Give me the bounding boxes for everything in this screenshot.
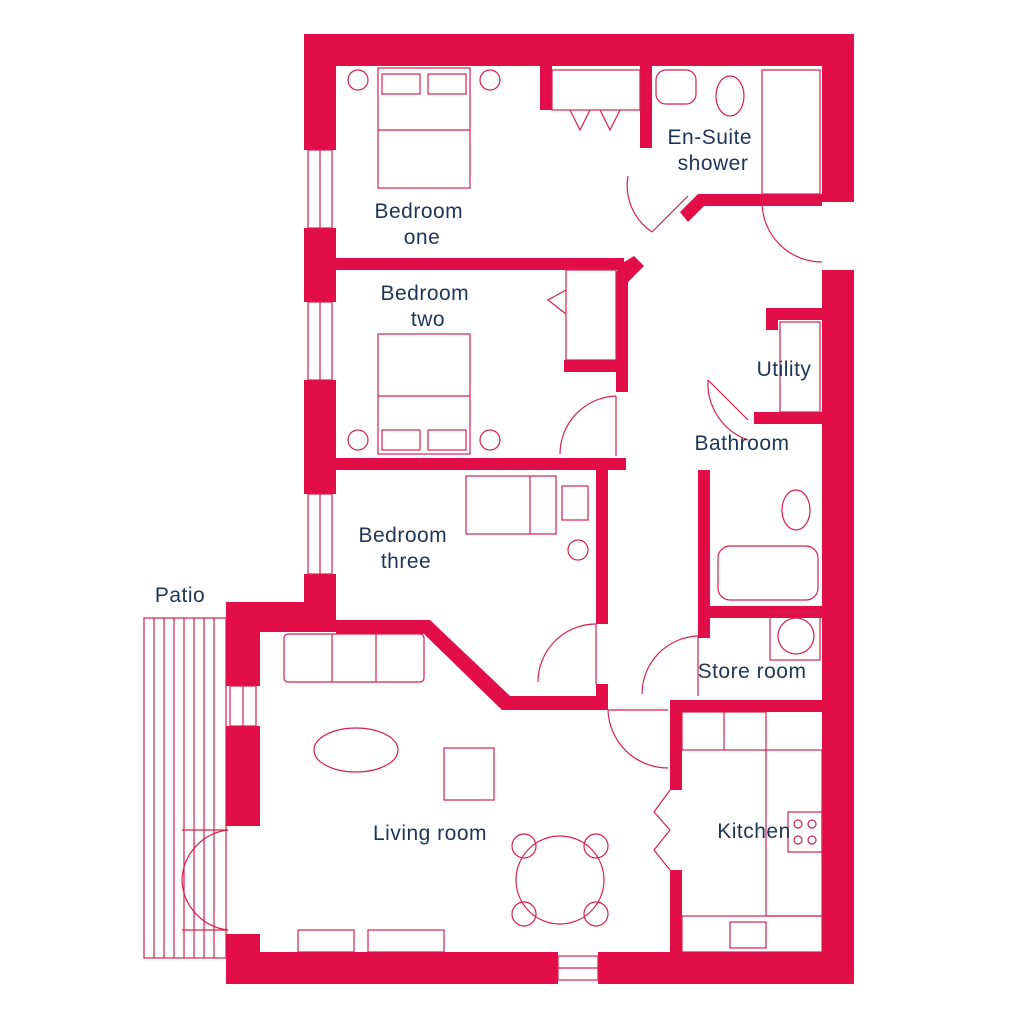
label-utility: Utility — [757, 358, 812, 381]
label-living-room: Living room — [373, 822, 487, 845]
room-labels: Bedroom one En-Suite shower Bedroom two … — [155, 126, 812, 845]
label-patio: Patio — [155, 584, 205, 607]
label-bedroom-one: Bedroom one — [374, 200, 469, 249]
label-bedroom-three: Bedroom three — [358, 524, 453, 573]
label-bathroom: Bathroom — [694, 432, 789, 455]
ensuite-fixtures — [655, 69, 821, 195]
bedroom-three-furniture — [465, 475, 589, 561]
utility-bathroom-fixtures — [717, 321, 821, 661]
bedroom-two-furniture — [347, 269, 617, 455]
label-ensuite: En-Suite shower — [668, 126, 759, 175]
label-kitchen: Kitchen — [717, 820, 791, 843]
label-store-room: Store room — [698, 660, 807, 683]
patio-deck — [143, 617, 227, 959]
label-bedroom-two: Bedroom two — [380, 282, 475, 331]
living-room-furniture — [283, 633, 609, 953]
kitchen-fixtures — [681, 711, 823, 953]
bedroom-one-furniture — [347, 67, 641, 189]
windows — [229, 149, 599, 981]
walls — [226, 34, 854, 984]
doors — [181, 175, 823, 931]
